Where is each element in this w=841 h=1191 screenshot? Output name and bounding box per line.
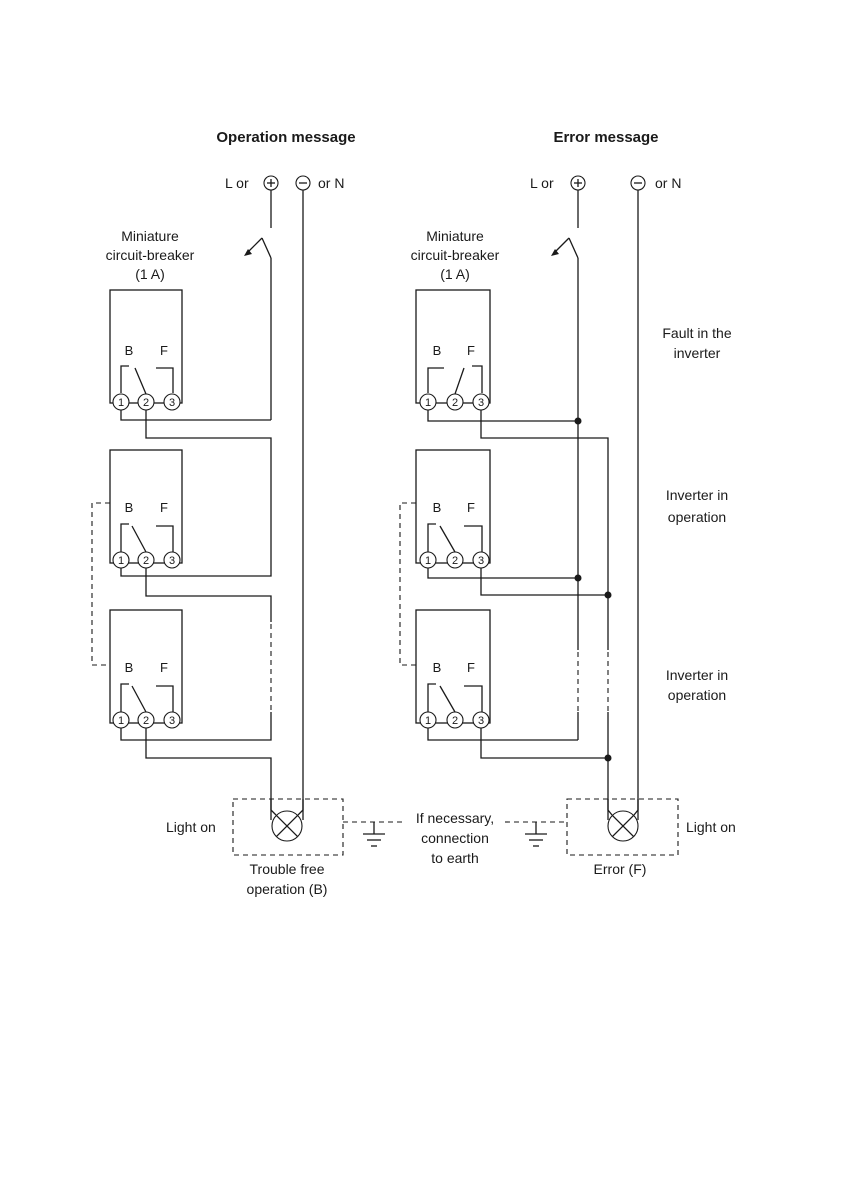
svg-text:2: 2 [452,715,458,727]
operation-breaker-label-2: circuit-breaker [106,247,195,263]
svg-text:3: 3 [478,715,484,727]
error-lamp-caption: Error (F) [594,861,647,877]
error-relay-3-box [415,609,491,724]
earth-note-1: If necessary, [416,810,494,826]
operation-relay-1-terminals: 1 2 3 [112,393,181,411]
error-relay-2-contact-f: F [467,500,475,515]
error-message-title: Error message [553,129,658,146]
error-parallel-wiring [427,410,612,820]
operation-relay-1-contact-b: B [125,343,134,358]
operation-relay-1-contact-f: F [160,343,168,358]
error-state-label-2b: operation [668,509,726,525]
error-state-label-3b: operation [668,687,726,703]
error-circuit: L or or N Miniature circuit-breaker (1 A… [399,175,736,877]
operation-plus-terminal [263,175,279,191]
operation-relay-2-contact-f: F [160,500,168,515]
error-state-label-3a: Inverter in [666,667,728,683]
operation-supply-l-label: L or [225,175,249,191]
svg-text:1: 1 [118,555,124,567]
error-junction-dot [604,591,612,599]
error-breaker-label-3: (1 A) [440,266,470,282]
operation-light-on-label: Light on [166,819,216,835]
operation-circuit: L or or N Miniature circuit-breaker (1 A… [91,175,344,897]
error-plus-terminal [570,175,586,191]
svg-text:2: 2 [143,555,149,567]
svg-text:1: 1 [118,397,124,409]
error-relay-3-contact-f: F [467,660,475,675]
operation-breaker-label-1: Miniature [121,228,179,244]
operation-minus-terminal [295,175,311,191]
operation-lamp-caption-2: operation (B) [247,881,328,897]
error-state-label-1a: Fault in the [662,325,731,341]
error-lamp-icon [607,810,639,842]
svg-text:1: 1 [425,397,431,409]
error-relay-2-contact-b: B [433,500,442,515]
svg-text:2: 2 [143,715,149,727]
operation-series-wiring [120,410,272,820]
svg-text:3: 3 [478,397,484,409]
svg-text:1: 1 [425,555,431,567]
error-relay-2-box [415,449,491,564]
operation-message-title: Operation message [216,129,355,146]
error-relay-2-terminals: 1 2 3 [419,551,490,569]
operation-supply-n-label: or N [318,175,344,191]
operation-relay-2-contact-b: B [125,500,134,515]
svg-text:1: 1 [425,715,431,727]
svg-text:1: 1 [118,715,124,727]
operation-relay-link [91,502,110,666]
svg-text:3: 3 [169,397,175,409]
error-state-label-1b: inverter [674,345,721,361]
earth-note-3: to earth [431,850,478,866]
error-relay-1-terminals: 1 2 3 [419,393,490,411]
earth-connection: If necessary, connection to earth [343,810,567,866]
operation-lamp-wires [270,799,304,816]
error-relay-3-terminals: 1 2 3 [419,711,490,729]
error-minus-terminal [630,175,646,191]
svg-text:3: 3 [169,555,175,567]
svg-text:2: 2 [143,397,149,409]
operation-relay-3-contact-b: B [125,660,134,675]
operation-circuit-breaker [244,190,272,420]
error-relay-1-contact-b: B [433,343,442,358]
error-relay-1-box [415,289,491,404]
error-relay-3-contact-b: B [433,660,442,675]
error-circuit-breaker [551,190,579,650]
error-junction-dot [574,417,582,425]
operation-relay-2-terminals: 1 2 3 [112,551,181,569]
svg-text:2: 2 [452,555,458,567]
operation-lamp-box [232,798,344,856]
operation-relay-3-contact-f: F [160,660,168,675]
operation-relay-3-terminals: 1 2 3 [112,711,181,729]
error-relay-link [399,502,416,666]
operation-lamp-icon [271,810,303,842]
error-junction-dot [604,754,612,762]
error-breaker-label-2: circuit-breaker [411,247,500,263]
error-lamp-box [566,798,679,856]
operation-lamp-caption-1: Trouble free [250,861,325,877]
error-supply-n-label: or N [655,175,681,191]
error-junction-dot [574,574,582,582]
operation-breaker-label-3: (1 A) [135,266,165,282]
error-supply-l-label: L or [530,175,554,191]
svg-text:3: 3 [169,715,175,727]
earth-note-2: connection [421,830,489,846]
svg-text:2: 2 [452,397,458,409]
error-relay-1-contact-f: F [467,343,475,358]
svg-text:3: 3 [478,555,484,567]
error-state-label-2a: Inverter in [666,487,728,503]
error-breaker-label-1: Miniature [426,228,484,244]
error-light-on-label: Light on [686,819,736,835]
